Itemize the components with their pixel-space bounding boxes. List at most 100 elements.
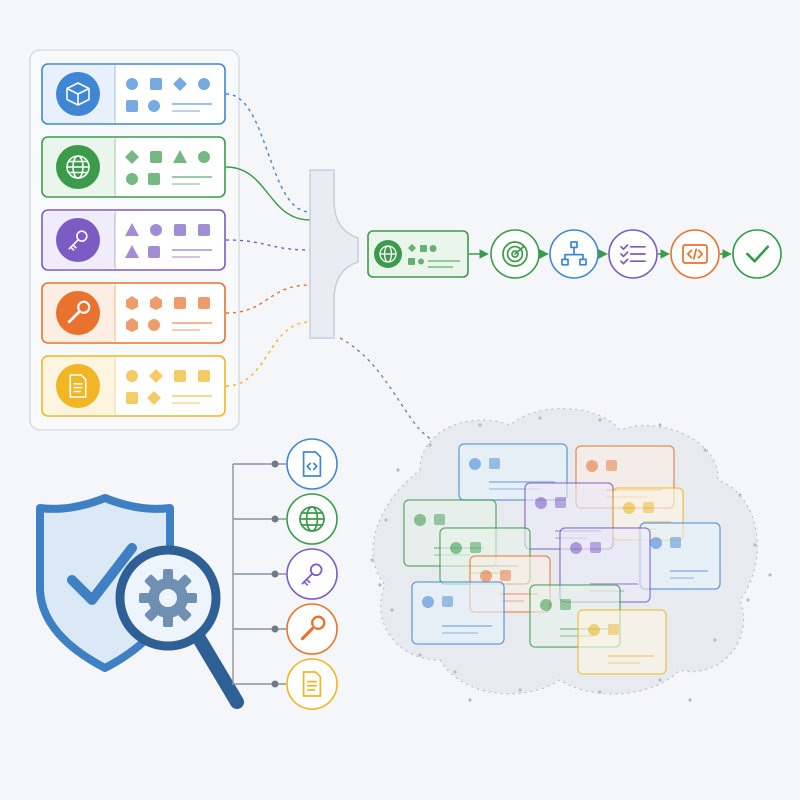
shape-circle: [126, 370, 138, 382]
tool-item-code-file[interactable]: [233, 438, 338, 490]
cloud-dot: [418, 653, 422, 657]
shape-square: [470, 542, 481, 553]
tool-item-wrench[interactable]: [233, 603, 338, 655]
shape-square: [670, 537, 681, 548]
cloud-card-frame: [411, 581, 505, 645]
shape-circle: [150, 224, 162, 236]
category-card-green[interactable]: [41, 136, 226, 198]
connector-green: [225, 166, 311, 221]
shape-square: [174, 370, 186, 382]
shape-hexagon: [126, 296, 138, 310]
funnel: [309, 169, 359, 339]
card-connectors: [225, 93, 311, 387]
pipeline-step-checklist: [608, 229, 658, 279]
globe-icon: [66, 155, 90, 179]
cloud-card-frame: [577, 609, 667, 675]
shape-circle: [126, 78, 138, 90]
shape-square: [150, 78, 162, 90]
radar-icon: [502, 241, 528, 267]
cloud-dot: [753, 543, 757, 547]
shape-square: [442, 596, 453, 607]
category-card-yellow[interactable]: [41, 355, 226, 417]
shape-square: [198, 224, 210, 236]
category-card-blue[interactable]: [41, 63, 226, 125]
tool-item-globe[interactable]: [233, 493, 338, 545]
shape-square: [489, 458, 500, 469]
shape-triangle: [125, 223, 139, 236]
shape-hexagon: [150, 296, 162, 310]
cloud-dots: [370, 416, 772, 702]
globe-icon: [299, 506, 325, 532]
shape-square: [500, 570, 511, 581]
cloud-dot: [390, 608, 394, 612]
cloud-card: [411, 581, 505, 645]
category-icon-badge: [56, 364, 100, 408]
gear-tooth: [163, 615, 173, 627]
pipeline-step-hierarchy: [549, 229, 599, 279]
tool-item-document[interactable]: [233, 658, 338, 710]
shape-square: [643, 502, 654, 513]
shape-square: [126, 100, 138, 112]
shape-circle: [450, 542, 462, 554]
cloud-dot: [518, 688, 522, 692]
cloud-dot: [746, 598, 750, 602]
magnifier-handle: [193, 633, 244, 709]
shape-square: [148, 246, 160, 258]
shape-square: [174, 224, 186, 236]
shape-square: [174, 297, 186, 309]
cube-icon: [66, 82, 90, 106]
cloud-connector: [339, 337, 451, 451]
tool-branch-dot: [271, 460, 279, 468]
gear-tooth: [163, 569, 173, 581]
cloud-card-tint: [579, 611, 665, 673]
pipeline-step-checkmark: [732, 229, 782, 279]
category-card-list: [41, 63, 226, 417]
cloud-dot: [453, 670, 457, 674]
cloud-dot: [658, 423, 662, 427]
shape-circle: [586, 460, 598, 472]
cloud-dot: [370, 558, 374, 562]
pipeline: [469, 229, 782, 279]
security-inspection: [36, 494, 244, 709]
shape-square: [148, 173, 160, 185]
shape-circle: [422, 596, 434, 608]
key-icon: [68, 230, 88, 251]
cloud-dot: [713, 638, 717, 642]
shape-circle: [588, 624, 600, 636]
shape-circle: [148, 100, 160, 112]
tool-branch-dot: [271, 570, 279, 578]
shape-diamond: [147, 391, 161, 405]
connector-orange: [225, 284, 311, 314]
cloud-dot: [768, 573, 772, 577]
shape-square: [198, 370, 210, 382]
pipeline-step-code: [670, 229, 720, 279]
shape-diamond: [125, 150, 139, 164]
shield-checkmark: [67, 543, 137, 605]
cloud-dot: [703, 448, 707, 452]
gear-icon: [139, 569, 197, 627]
connector-blue: [225, 93, 311, 213]
gear-tooth: [139, 593, 151, 603]
cloud-dot: [384, 518, 388, 522]
cloud-card: [577, 609, 667, 675]
checklist-icon: [620, 244, 646, 265]
card-cloud: [370, 408, 772, 702]
pipeline-step-circle: [732, 229, 782, 279]
pipeline-step-radar: [490, 229, 540, 279]
shape-circle: [469, 458, 481, 470]
document-icon: [69, 374, 87, 398]
shape-square: [555, 497, 566, 508]
shape-diamond: [149, 369, 163, 383]
category-card-orange[interactable]: [41, 282, 226, 344]
shape-circle: [198, 78, 210, 90]
cloud-card: [639, 522, 721, 590]
cloud-dot: [428, 443, 432, 447]
shape-square: [150, 151, 162, 163]
shape-circle: [480, 570, 492, 582]
tool-item-key[interactable]: [233, 548, 338, 600]
category-card-purple[interactable]: [41, 209, 226, 271]
cloud-dot: [598, 418, 602, 422]
document-icon: [302, 671, 322, 697]
tool-branch-dot: [271, 680, 279, 688]
